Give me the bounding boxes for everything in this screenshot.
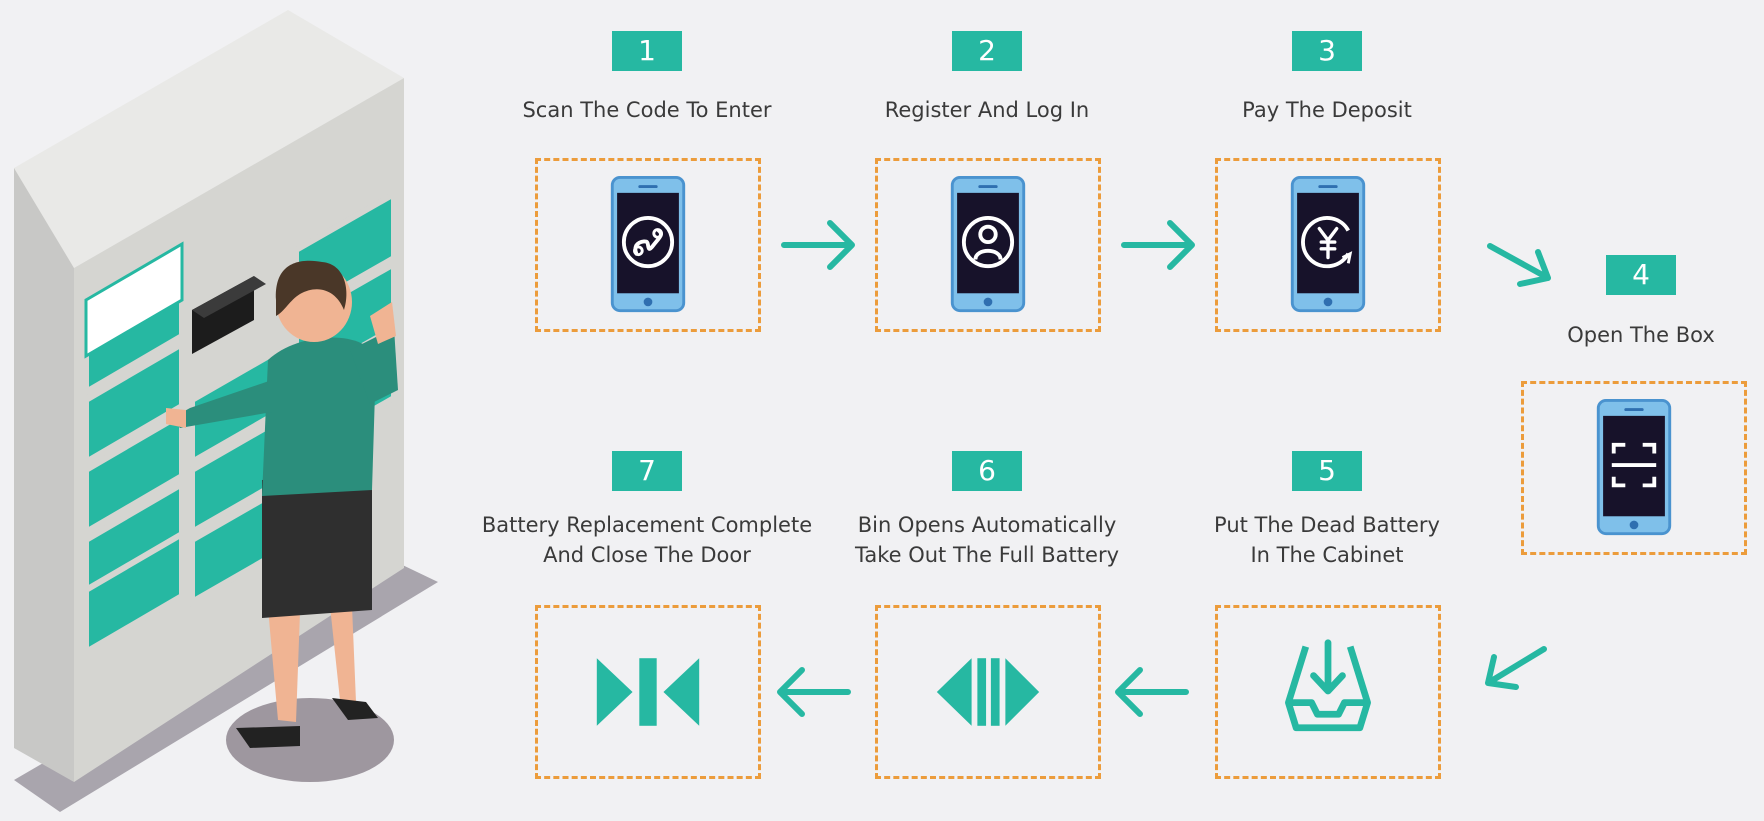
step-7-box [535,605,761,779]
step-6-label: Bin Opens Automatically Take Out The Ful… [854,513,1120,567]
arrow-left-icon [1115,667,1189,717]
arrow-down-left-icon [1485,646,1547,690]
scan-icon [1596,398,1672,536]
locker-cabinet-illustration [14,10,438,812]
step-4-label: Open The Box [1567,323,1715,347]
arrow-down-right-icon [1487,243,1551,287]
step-7-number-badge: 7 [612,451,682,491]
mini-program-icon [610,175,686,313]
yuan-payment-icon [1290,175,1366,313]
arrow-left-icon [777,667,851,717]
step-5-box [1215,605,1441,779]
step-3-box [1215,158,1441,332]
open-door-icon [936,658,1040,726]
step-1-number-badge: 1 [612,31,682,71]
step-2-number-badge: 2 [952,31,1022,71]
step-7-label: Battery Replacement Complete And Close T… [481,513,813,567]
step-5-number-badge: 5 [1292,451,1362,491]
step-4-number-badge: 4 [1606,255,1676,295]
close-door-icon [596,658,700,726]
user-profile-icon [950,175,1026,313]
step-3-number-badge: 3 [1292,31,1362,71]
step-2-box [875,158,1101,332]
step-2-label: Register And Log In [884,98,1090,122]
arrow-right-icon [1121,220,1195,270]
tray-download-icon [1285,639,1371,732]
step-6-number-badge: 6 [952,451,1022,491]
step-4-box [1521,381,1747,555]
step-3-label: Pay The Deposit [1242,98,1412,122]
arrow-right-icon [781,220,855,270]
step-1-label: Scan The Code To Enter [522,98,772,122]
step-1-box [535,158,761,332]
step-5-label: Put The Dead Battery In The Cabinet [1214,513,1440,567]
step-6-box [875,605,1101,779]
